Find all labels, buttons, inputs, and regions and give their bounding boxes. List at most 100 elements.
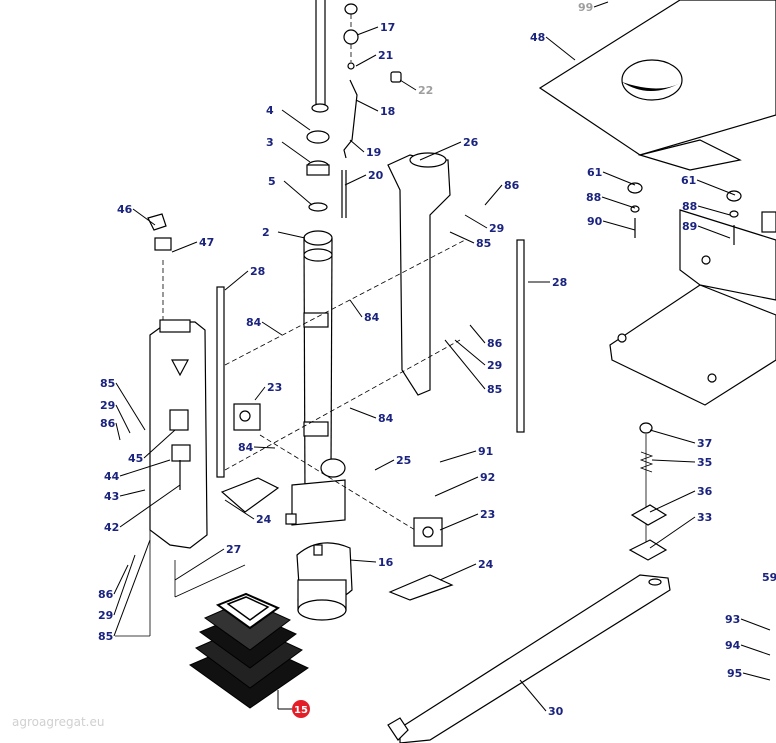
part-label-5[interactable]: 5 — [268, 175, 313, 206]
part-number[interactable]: 85 — [476, 237, 491, 250]
part-number[interactable]: 95 — [727, 667, 742, 680]
part-label-30[interactable]: 30 — [519, 679, 564, 718]
part-number[interactable]: 47 — [199, 236, 214, 249]
part-label-19[interactable]: 19 — [349, 139, 381, 159]
part-number[interactable]: 43 — [104, 490, 119, 503]
part-number[interactable]: 18 — [380, 105, 395, 118]
part-label-3[interactable]: 3 — [266, 136, 311, 163]
part-label-86d[interactable]: 86 — [98, 564, 129, 601]
part-label-43[interactable]: 43 — [104, 489, 146, 503]
part-label-21[interactable]: 21 — [355, 49, 393, 67]
part-number[interactable]: 61 — [681, 174, 696, 187]
part-label-28b[interactable]: 28 — [528, 276, 567, 289]
part-label-85a[interactable]: 85 — [449, 231, 491, 250]
part-number[interactable]: 3 — [266, 136, 274, 149]
part-number[interactable]: 44 — [104, 470, 120, 483]
part-label-85b[interactable]: 85 — [100, 377, 146, 431]
part-number[interactable]: 86 — [100, 417, 116, 430]
part-number[interactable]: 29 — [98, 609, 113, 622]
part-number[interactable]: 28 — [250, 265, 265, 278]
part-number[interactable]: 94 — [725, 639, 741, 652]
part-label-61b[interactable]: 61 — [681, 174, 736, 196]
part-number[interactable]: 59 — [762, 571, 776, 584]
part-number[interactable]: 88 — [586, 191, 601, 204]
part-label-45[interactable]: 45 — [128, 429, 176, 465]
part-label-22[interactable]: 22 — [399, 79, 433, 97]
part-number[interactable]: 46 — [117, 203, 133, 216]
part-label-16[interactable]: 16 — [349, 556, 394, 569]
part-number[interactable]: 23 — [267, 381, 282, 394]
part-label-84a[interactable]: 84 — [246, 316, 283, 336]
part-label-48[interactable]: 48 — [530, 31, 576, 61]
part-label-89[interactable]: 89 — [682, 220, 731, 239]
part-number[interactable]: 17 — [380, 21, 395, 34]
part-number[interactable]: 45 — [128, 452, 143, 465]
part-number[interactable]: 86 — [98, 588, 114, 601]
part-number[interactable]: 24 — [256, 513, 272, 526]
part-label-86b[interactable]: 86 — [469, 324, 503, 350]
part-label-44[interactable]: 44 — [104, 459, 171, 483]
part-number[interactable]: 26 — [463, 136, 479, 149]
part-label-86a[interactable]: 86 — [484, 179, 520, 206]
part-label-85c[interactable]: 85 — [444, 339, 502, 396]
part-label-84d[interactable]: 84 — [238, 441, 276, 454]
part-number[interactable]: 86 — [487, 337, 503, 350]
part-label-17[interactable]: 17 — [356, 21, 395, 36]
part-label-36[interactable]: 36 — [649, 485, 713, 513]
part-label-85d[interactable]: 85 — [98, 539, 151, 643]
part-number[interactable]: 28 — [552, 276, 567, 289]
part-label-94[interactable]: 94 — [725, 639, 771, 656]
part-number[interactable]: 85 — [487, 383, 502, 396]
part-number[interactable]: 48 — [530, 31, 545, 44]
part-label-92[interactable]: 92 — [434, 471, 495, 497]
part-label-93[interactable]: 93 — [725, 613, 771, 631]
part-number[interactable]: 19 — [366, 146, 381, 159]
part-label-90[interactable]: 90 — [587, 215, 636, 231]
part-label-84c[interactable]: 84 — [349, 407, 394, 425]
part-number[interactable]: 61 — [587, 166, 602, 179]
part-number[interactable]: 25 — [396, 454, 411, 467]
part-label-25[interactable]: 25 — [374, 454, 411, 471]
part-number[interactable]: 24 — [478, 558, 494, 571]
part-number[interactable]: 33 — [697, 511, 712, 524]
part-label-37[interactable]: 37 — [649, 429, 712, 450]
part-label-20[interactable]: 20 — [344, 169, 384, 186]
part-number[interactable]: 88 — [682, 200, 697, 213]
part-label-28a[interactable]: 28 — [224, 265, 265, 291]
part-label-24b[interactable]: 24 — [439, 558, 494, 581]
part-number[interactable]: 84 — [364, 311, 380, 324]
part-number[interactable]: 16 — [378, 556, 394, 569]
part-label-29b[interactable]: 29 — [454, 339, 502, 372]
part-label-47[interactable]: 47 — [171, 236, 214, 253]
part-number[interactable]: 84 — [238, 441, 254, 454]
part-label-24a[interactable]: 24 — [224, 499, 272, 526]
part-number[interactable]: 23 — [480, 508, 495, 521]
part-number[interactable]: 29 — [100, 399, 115, 412]
part-label-29c[interactable]: 29 — [100, 399, 131, 434]
part-number[interactable]: 5 — [268, 175, 276, 188]
part-number[interactable]: 84 — [246, 316, 262, 329]
part-label-29a[interactable]: 29 — [464, 214, 504, 235]
part-label-61a[interactable]: 61 — [587, 166, 636, 186]
part-label-88a[interactable]: 88 — [586, 191, 636, 209]
part-label-35[interactable]: 35 — [651, 456, 712, 469]
part-number[interactable]: 99 — [578, 1, 593, 14]
part-number[interactable]: 91 — [478, 445, 493, 458]
part-number[interactable]: 86 — [504, 179, 520, 192]
highlight-badge[interactable]: 15 — [277, 690, 310, 718]
part-number[interactable]: 90 — [587, 215, 603, 228]
part-label-4[interactable]: 4 — [266, 104, 311, 131]
part-number[interactable]: 92 — [480, 471, 495, 484]
part-label-23b[interactable]: 23 — [439, 508, 495, 531]
part-number[interactable]: 29 — [487, 359, 502, 372]
part-number[interactable]: 20 — [368, 169, 384, 182]
part-label-27[interactable]: 27 — [174, 543, 241, 581]
part-number[interactable]: 22 — [418, 84, 433, 97]
part-number[interactable]: 36 — [697, 485, 713, 498]
part-number[interactable]: 42 — [104, 521, 119, 534]
part-label-99[interactable]: 99 — [578, 1, 609, 14]
part-label-95[interactable]: 95 — [727, 667, 771, 681]
part-label-84b[interactable]: 84 — [349, 299, 380, 324]
part-label-33[interactable]: 33 — [649, 511, 712, 549]
part-number[interactable]: 29 — [489, 222, 504, 235]
